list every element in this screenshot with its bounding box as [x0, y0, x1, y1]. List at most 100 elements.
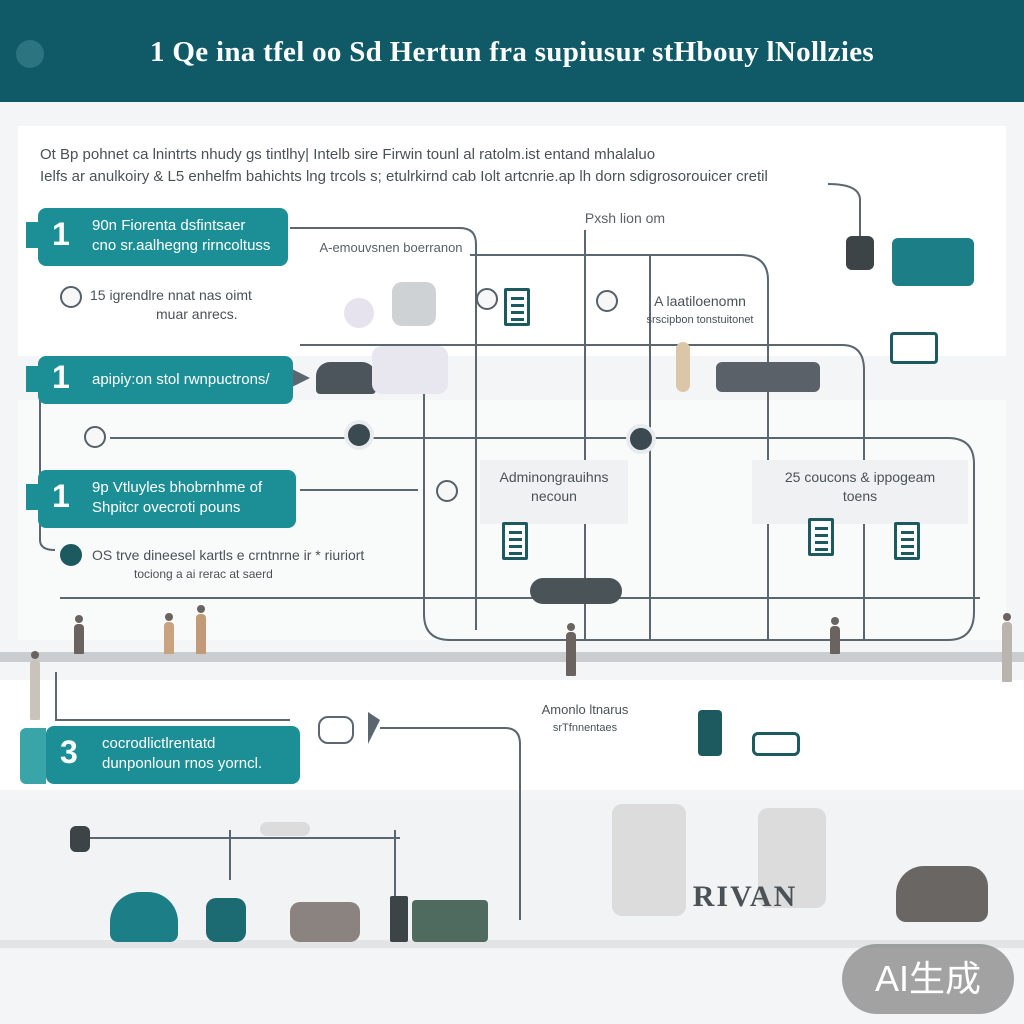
step-4-line-2: dunponloun rnos yorncl.: [102, 755, 263, 772]
note-strip-icon: [260, 822, 310, 836]
label-mid-node-line-1: Adminongrauihns: [499, 469, 609, 485]
flow-line-bottom: [380, 727, 521, 920]
label-bottom-node-line-2: srTfnnentaes: [552, 722, 618, 734]
sofa-icon-light: [372, 346, 448, 394]
person-figure-7: [30, 651, 40, 720]
step-3-line-1: 9p Vtluyles bhobrnhme of: [92, 479, 263, 496]
document-icon-4: [894, 522, 920, 560]
intro-line-1: Ot Bp pohnet ca lnintrts nhudy gs tintlh…: [40, 146, 656, 163]
flow-line-a: [290, 227, 477, 630]
mailbox-icon: [206, 898, 246, 942]
folder-icon: [392, 282, 436, 326]
intro-text: Ot Bp pohnet ca lnintrts nhudy gs tintlh…: [40, 144, 860, 188]
note-1-line-1: 15 igrendlre nnat nas oimt: [90, 287, 252, 303]
step-1-line-1: 90n Fiorenta dsfintsaer: [92, 217, 246, 234]
gear-cluster-icon: [892, 238, 974, 286]
far-node-panel: [752, 460, 968, 524]
step-2-notch: [26, 366, 40, 392]
step-4-line-1: cocrodlictlrentatd: [102, 735, 216, 752]
flow-line-e: [300, 344, 865, 640]
label-right-node-line-2: srscipbon tonstuitonet: [646, 314, 754, 326]
step-4-text: cocrodlictlrentatd dunponloun rnos yornc…: [102, 734, 262, 774]
building-icon-2: [758, 808, 826, 908]
plug-icon: [846, 236, 874, 270]
flow-line-left: [39, 400, 56, 551]
step-1-line-2: cno sr.aalhegng rirncoltuss: [92, 237, 271, 254]
step-4-box: 3 cocrodlictlrentatd dunponloun rnos yor…: [46, 726, 300, 784]
tree-icon-1: [110, 892, 178, 942]
node-icon-step3: [436, 480, 458, 502]
header-logo-icon: [16, 40, 44, 68]
step-3-text: 9p Vtluyles bhobrnhme of Shpitcr ovecrot…: [92, 478, 262, 518]
phone-icon: [698, 710, 722, 756]
note-1: 15 igrendlre nnat nas oimt muar anrecs.: [90, 286, 252, 324]
header-bar: 1 Qe ina tfel oo Sd Hertun fra supiusur …: [0, 0, 1024, 102]
node-icon-right: [596, 290, 618, 312]
step-2-box: 1 apipiy:on stol rwnpuctrons/: [38, 356, 293, 404]
node-icon-left: [84, 426, 106, 448]
step-4-tab: [20, 728, 46, 784]
flow-line-b: [470, 254, 769, 640]
flow-line-main: [110, 375, 975, 641]
step-3-number: 1: [52, 478, 70, 514]
tower-icon: [390, 896, 408, 942]
person-figure-3: [164, 613, 174, 654]
card-icon: [752, 732, 800, 756]
rail-2: [0, 940, 1024, 948]
note-2-line-1: OS trve dineesel kartls e crntnrne ir * …: [92, 547, 365, 563]
label-far-node: 25 coucons & ippogeam toens: [752, 468, 968, 506]
document-icon-2: [502, 522, 528, 560]
note-1-line-2: muar anrecs.: [156, 306, 238, 322]
document-icon-1: [504, 288, 530, 326]
rail-1: [0, 652, 1024, 662]
intro-line-2: Ielfs ar anulkoiry & L5 enhelfm bahichts…: [40, 168, 768, 185]
node-icon-center: [476, 288, 498, 310]
label-far-node-line-2: toens: [842, 488, 878, 504]
arrow-head-1: [368, 712, 380, 744]
ai-generated-badge: AI生成: [842, 944, 1014, 1014]
camera-icon: [70, 826, 90, 852]
hub-icon-1: [344, 420, 374, 450]
person-figure-5: [830, 617, 840, 654]
house-icon: [412, 900, 488, 942]
label-mid-node: Adminongrauihns necoun: [480, 468, 628, 506]
label-far-node-line-1: 25 coucons & ippogeam: [784, 469, 936, 485]
step-2-number: 1: [52, 359, 70, 395]
step-1-number: 1: [52, 216, 70, 252]
label-right-node: A laatiloenomn srscipbon tonstuitonet: [610, 292, 790, 330]
step-1-notch: [26, 222, 40, 248]
step-1-text: 90n Fiorenta dsfintsaer cno sr.aalhegng …: [92, 216, 270, 256]
person-figure-6: [1002, 613, 1012, 682]
label-right-node-line-1: A laatiloenomn: [654, 293, 746, 309]
bench-icon: [716, 362, 820, 392]
step-3-box: 1 9p Vtluyles bhobrnhme of Shpitcr ovecr…: [38, 470, 296, 528]
flow-line-step4: [55, 672, 290, 721]
door-icon: [676, 342, 690, 392]
label-connector: A-emouvsnen boerranon: [319, 240, 463, 255]
note-2-line-2: tociong a ai rerac at saerd: [134, 567, 273, 581]
flow-line-top-right: [827, 183, 861, 240]
person-figure-1: [74, 615, 84, 654]
hub-icon-3: [530, 578, 622, 604]
globe-icon: [344, 298, 374, 328]
note-2-icon: [60, 544, 82, 566]
note-1-icon: [60, 286, 82, 308]
document-icon-3: [808, 518, 834, 556]
sheet-icon: [318, 716, 354, 744]
step-2-text: apipiy:on stol rwnpuctrons/: [92, 371, 270, 388]
person-figure-2: [196, 605, 206, 654]
building-icon-1: [612, 804, 686, 916]
step-4-number: 3: [60, 734, 78, 770]
note-2: OS trve dineesel kartls e crntnrne ir * …: [92, 546, 364, 584]
step-1-box: 1 90n Fiorenta dsfintsaer cno sr.aalhegn…: [38, 208, 288, 266]
sofa-icon-dark: [316, 362, 376, 394]
label-bottom-node: Amonlo ltnarus srTfnnentaes: [520, 700, 650, 738]
bottom-sign: RIVAN: [692, 880, 798, 913]
arrow-head-2: [290, 368, 310, 388]
label-top-center: Pxsh lion om: [584, 210, 666, 226]
label-mid-node-line-2: necoun: [531, 488, 577, 504]
hub-icon-2: [626, 424, 656, 454]
page-title: 1 Qe ina tfel oo Sd Hertun fra supiusur …: [150, 36, 874, 68]
label-bottom-node-line-1: Amonlo ltnarus: [541, 702, 629, 717]
